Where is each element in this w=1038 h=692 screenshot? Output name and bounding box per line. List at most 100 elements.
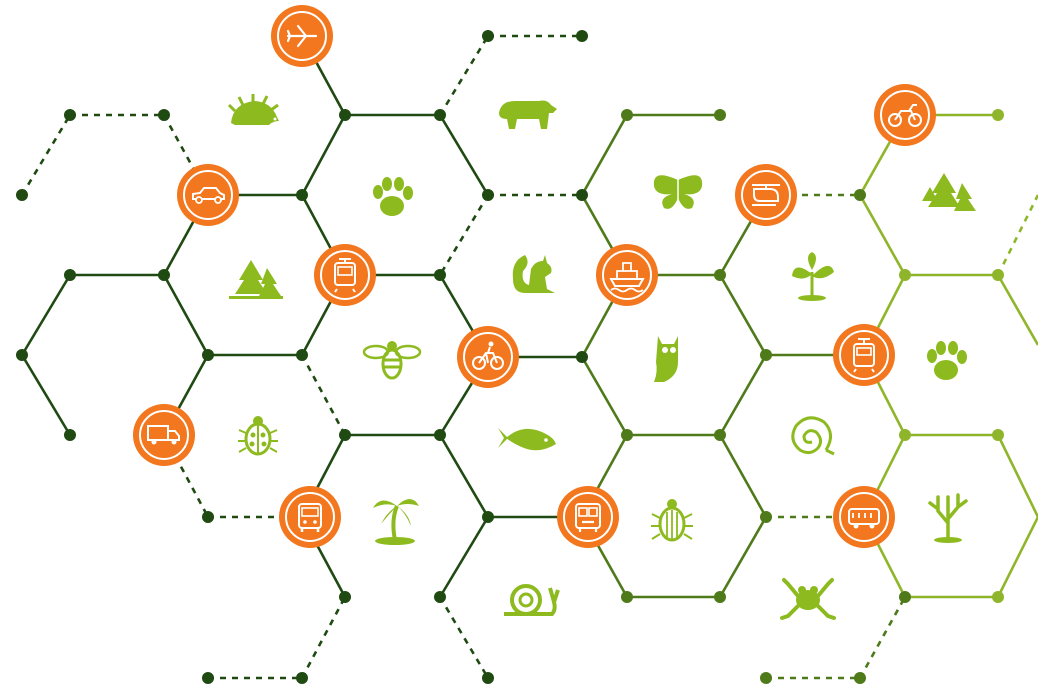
network-node-dot bbox=[992, 591, 1004, 603]
network-edge bbox=[858, 194, 907, 276]
network-edge bbox=[580, 114, 629, 196]
network-node-dot bbox=[992, 109, 1004, 121]
palm-tree-icon bbox=[373, 499, 419, 545]
snail-icon bbox=[504, 584, 560, 616]
network-node-dot bbox=[760, 511, 772, 523]
car-icon bbox=[177, 164, 239, 226]
network-node-dot bbox=[16, 189, 28, 201]
network-node-dot bbox=[64, 269, 76, 281]
paw-print-icon bbox=[373, 177, 413, 216]
network-node-dot bbox=[158, 109, 170, 121]
network-node-dot bbox=[339, 429, 351, 441]
network-node-dot bbox=[714, 429, 726, 441]
network-node-dot bbox=[992, 269, 1004, 281]
network-node-dot bbox=[621, 429, 633, 441]
network-node-dot bbox=[760, 349, 772, 361]
network-node-dot bbox=[714, 269, 726, 281]
network-edge bbox=[858, 596, 907, 679]
fish-icon bbox=[498, 428, 556, 451]
tram-icon bbox=[314, 244, 376, 306]
truck-icon bbox=[133, 404, 195, 466]
network-edge bbox=[996, 194, 1038, 276]
network-node-dot bbox=[576, 189, 588, 201]
network-node-dot bbox=[621, 591, 633, 603]
motorbike-icon bbox=[874, 84, 936, 146]
network-edge bbox=[718, 516, 768, 598]
network-node-dot bbox=[434, 429, 446, 441]
squirrel-icon bbox=[512, 255, 555, 293]
network-node-dot bbox=[899, 591, 911, 603]
network-edge bbox=[996, 434, 1038, 518]
network-node-dot bbox=[854, 672, 866, 684]
plant-sprout-icon bbox=[792, 252, 834, 301]
network-node-dot bbox=[899, 269, 911, 281]
network-node-dot bbox=[339, 591, 351, 603]
tram-icon-2 bbox=[833, 324, 895, 386]
bus-front-icon bbox=[279, 486, 341, 548]
network-node-dot bbox=[992, 429, 1004, 441]
network-node-dot bbox=[576, 351, 588, 363]
network-node-dot bbox=[854, 189, 866, 201]
hedgehog-icon bbox=[227, 94, 279, 125]
network-node-dot bbox=[760, 672, 772, 684]
frog-icon bbox=[780, 578, 836, 620]
bear-icon bbox=[499, 100, 557, 129]
beetle-icon bbox=[651, 499, 693, 542]
network-edge bbox=[300, 114, 347, 196]
network-node-dot bbox=[576, 30, 588, 42]
network-edge bbox=[996, 274, 1038, 346]
bus-side-icon bbox=[833, 486, 895, 548]
network-edge bbox=[438, 434, 490, 518]
network-node-dot bbox=[621, 109, 633, 121]
network-node-dot bbox=[434, 109, 446, 121]
ship-icon bbox=[596, 244, 658, 306]
network-node-dot bbox=[482, 30, 494, 42]
network-node-dot bbox=[899, 429, 911, 441]
network-node-dot bbox=[296, 349, 308, 361]
airplane-icon bbox=[271, 5, 333, 67]
network-node-dot bbox=[482, 511, 494, 523]
network-edge bbox=[438, 516, 490, 598]
network-node-dot bbox=[714, 591, 726, 603]
network-node-dot bbox=[296, 672, 308, 684]
coral-icon bbox=[928, 493, 968, 543]
network-edge bbox=[300, 354, 347, 436]
network-node-dot bbox=[202, 511, 214, 523]
network-edge bbox=[996, 516, 1038, 598]
network-node-dot bbox=[434, 591, 446, 603]
ladybug-icon bbox=[238, 416, 278, 456]
network-edge bbox=[20, 114, 72, 196]
network-edge bbox=[718, 434, 768, 518]
network-node-dot bbox=[16, 349, 28, 361]
owl-icon bbox=[654, 336, 678, 382]
network-edge bbox=[438, 114, 490, 196]
network-node-dot bbox=[714, 109, 726, 121]
network-edge bbox=[718, 274, 768, 356]
ammonite-icon bbox=[791, 416, 835, 456]
network-edge bbox=[438, 35, 490, 116]
trees-icon bbox=[229, 260, 283, 299]
paw-print-icon-2 bbox=[927, 341, 967, 380]
bicycle-icon bbox=[457, 326, 519, 388]
network-node-dot bbox=[64, 429, 76, 441]
network-node-dot bbox=[158, 269, 170, 281]
network-node-dot bbox=[202, 672, 214, 684]
network-edge bbox=[438, 596, 490, 679]
network-edge bbox=[20, 354, 72, 436]
network-edge bbox=[300, 596, 347, 679]
network-node-dot bbox=[202, 349, 214, 361]
network-node-dot bbox=[64, 109, 76, 121]
network-edge bbox=[580, 356, 629, 436]
network-node-dot bbox=[434, 269, 446, 281]
network-node-dot bbox=[296, 189, 308, 201]
network-edge bbox=[20, 274, 72, 356]
network-edge bbox=[438, 194, 490, 276]
network-edge bbox=[162, 274, 210, 356]
network-node-dot bbox=[482, 189, 494, 201]
network-edge bbox=[718, 354, 768, 436]
bee-icon bbox=[362, 341, 422, 380]
network-node-dot bbox=[339, 109, 351, 121]
network-node-dot bbox=[482, 672, 494, 684]
